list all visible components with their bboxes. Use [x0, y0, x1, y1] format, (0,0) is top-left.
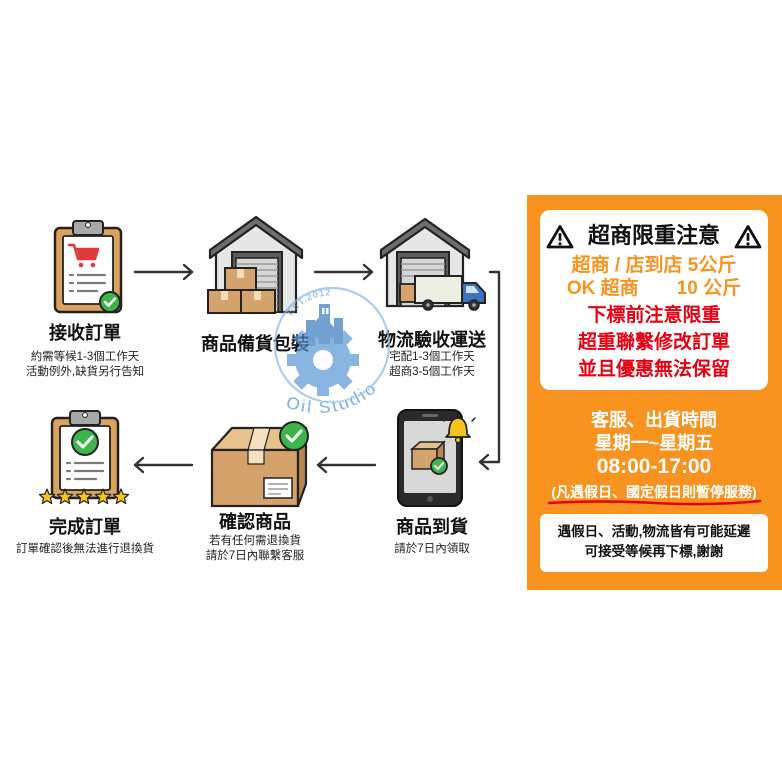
service-hours-heading: 客服、出貨時間: [591, 410, 717, 430]
weight-limit-title-row: 超商限重注意: [540, 222, 768, 250]
weight-warning: 並且優惠無法保留: [577, 359, 730, 380]
clipboard-cart-icon: [53, 220, 123, 314]
step-title-confirm: 確認商品: [219, 512, 291, 532]
warehouse-boxes-icon: [207, 215, 304, 314]
arrow-icon: [316, 456, 377, 474]
step-note: 約需等候1-3個工作天: [30, 351, 140, 363]
step-note: 超商3-5個工作天: [389, 366, 475, 378]
delay-notice-line: 可接受等候再下標,謝謝: [584, 544, 724, 559]
connector-arrow-icon: [478, 270, 501, 471]
holiday-note: (凡遇假日、國定假日則暫停服務): [551, 484, 757, 500]
weight-limit-store: 超商 / 店到店 5公斤: [571, 255, 737, 276]
step-note: 請於7日內聯繫客服: [205, 550, 305, 562]
weight-warning: 下標前注意限重: [587, 305, 721, 326]
step-title-complete: 完成訂單: [49, 517, 121, 537]
step-note: 請於7日內領取: [394, 543, 470, 555]
arrow-icon: [133, 263, 194, 281]
step-note: 活動例外,缺貨另行告知: [25, 366, 145, 378]
warning-icon: [734, 224, 762, 248]
step-title-receive-order: 接收訂單: [49, 323, 121, 343]
step-note: 宅配1-3個工作天: [389, 351, 475, 363]
step-note: 訂單確認後無法進行退換貨: [16, 543, 154, 555]
arrow-icon: [313, 263, 374, 281]
clipboard-check-stars-icon: [38, 410, 130, 505]
warehouse-truck-icon: [379, 217, 486, 311]
bell-icon: [440, 414, 476, 444]
weight-limit-ok-store: OK 超商 10 公斤: [566, 278, 742, 299]
phone-package-icon: [397, 409, 476, 507]
weight-limit-box: [540, 210, 768, 390]
service-hours: 08:00-17:00: [596, 455, 712, 478]
warning-icon: [546, 224, 574, 248]
step-title-logistics: 物流驗收運送: [378, 330, 486, 350]
weight-warning: 超重聯繫修改訂單: [577, 332, 730, 353]
weight-limit-title: 超商限重注意: [587, 223, 720, 248]
box-check-icon: [210, 421, 309, 508]
step-title-prepare-pack: 商品備貨包裝: [201, 334, 309, 354]
delay-notice-line: 遇假日、活動,物流皆有可能延遲: [557, 524, 751, 539]
service-days: 星期一~星期五: [594, 433, 714, 453]
delay-notice-box: [540, 514, 768, 572]
arrow-icon: [133, 456, 194, 474]
step-title-arrival: 商品到貨: [396, 517, 468, 537]
step-note: 若有任何需退換貨: [209, 535, 301, 547]
